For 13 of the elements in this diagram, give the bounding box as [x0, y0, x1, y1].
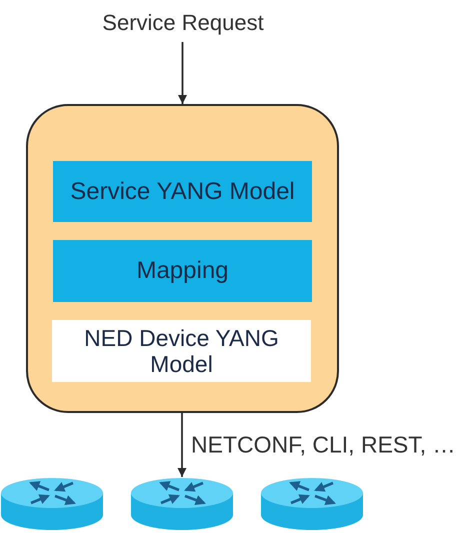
node-text: Mapping	[136, 256, 229, 286]
model-box	[52, 320, 311, 382]
process-box	[53, 161, 312, 222]
node-text: Service Request	[102, 9, 264, 37]
rounded-panel	[26, 104, 339, 413]
node-text: Service YANG Model	[70, 176, 295, 206]
router-icon	[260, 477, 364, 531]
router-icon	[130, 477, 234, 531]
node-text: NED Device YANG Model	[83, 324, 280, 378]
arrow	[178, 413, 186, 477]
process-box	[53, 240, 312, 302]
router-icon	[0, 477, 104, 531]
arrow	[178, 42, 187, 104]
